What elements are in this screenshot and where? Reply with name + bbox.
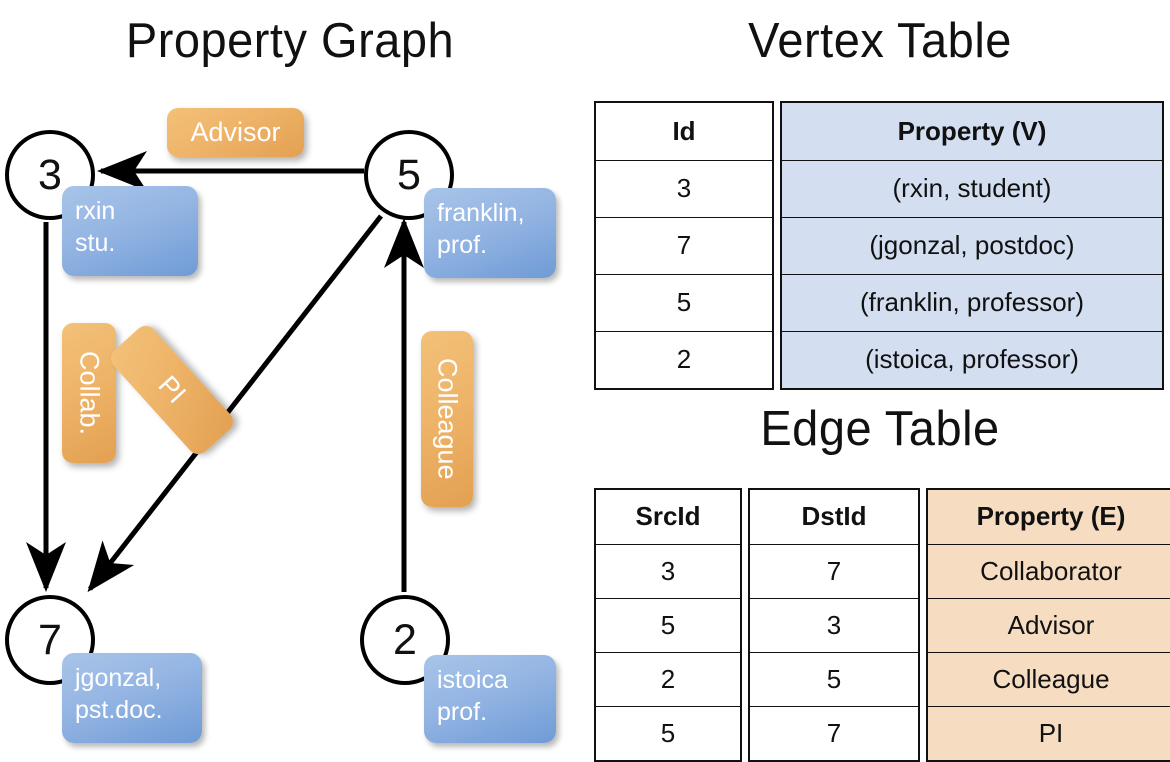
vertex-id-cell: 3 xyxy=(596,159,772,218)
vertex-property-cell: (franklin, professor) xyxy=(782,273,1162,332)
table-row: (franklin, professor) xyxy=(782,273,1162,332)
edge-table-header-property: Property (E) xyxy=(928,490,1170,545)
table-row: PI xyxy=(928,705,1170,760)
edge-dstid-cell: 3 xyxy=(750,597,918,653)
vertex-id-cell: 7 xyxy=(596,216,772,275)
edge-property-cell: Advisor xyxy=(928,597,1170,653)
edge-label-colleague: Colleague xyxy=(421,331,473,507)
table-row: 5 xyxy=(750,651,918,707)
edge-property-cell: Collaborator xyxy=(928,543,1170,599)
table-row: 7 xyxy=(750,705,918,760)
edge-table-header-dstid: DstId xyxy=(750,490,918,545)
table-row: (istoica, professor) xyxy=(782,330,1162,388)
graph-node-2[interactable]: 2 xyxy=(360,595,450,685)
table-row: 3 xyxy=(596,543,740,599)
edge-dstid-cell: 7 xyxy=(750,543,918,599)
vertex-table: Id 3 7 5 2 Property (V) (rxin, student) … xyxy=(594,101,1164,390)
vertex-table-header-id: Id xyxy=(596,103,772,161)
table-row: (rxin, student) xyxy=(782,159,1162,218)
table-row: 2 xyxy=(596,651,740,707)
vertex-id-cell: 5 xyxy=(596,273,772,332)
edge-table-property-column: Property (E) Collaborator Advisor Collea… xyxy=(926,488,1170,762)
section-title-vertex-table: Vertex Table xyxy=(748,11,1012,68)
edge-srcid-cell: 3 xyxy=(596,543,740,599)
edge-label-advisor: Advisor xyxy=(167,108,304,157)
edge-label-collab: Collab. xyxy=(62,323,116,463)
node-property-box-franklin: franklin, prof. xyxy=(424,188,556,278)
vertex-property-cell: (istoica, professor) xyxy=(782,330,1162,388)
table-row: 3 xyxy=(596,159,772,218)
edge-dstid-cell: 5 xyxy=(750,651,918,707)
table-row: Advisor xyxy=(928,597,1170,653)
node-property-box-istoica: istoica prof. xyxy=(424,655,556,743)
edge-dstid-cell: 7 xyxy=(750,705,918,760)
vertex-property-cell: (rxin, student) xyxy=(782,159,1162,218)
vertex-table-property-column: Property (V) (rxin, student) (jgonzal, p… xyxy=(780,101,1164,390)
vertex-id-cell: 2 xyxy=(596,330,772,388)
vertex-table-header-property: Property (V) xyxy=(782,103,1162,161)
edge-table: SrcId 3 5 2 5 DstId 7 3 5 7 Property (E)… xyxy=(594,488,1170,762)
page-title-property-graph: Property Graph xyxy=(125,11,455,68)
table-row: 5 xyxy=(596,705,740,760)
table-row: 7 xyxy=(750,543,918,599)
table-row: Collaborator xyxy=(928,543,1170,599)
table-row: 5 xyxy=(596,597,740,653)
edge-property-cell: Colleague xyxy=(928,651,1170,707)
edge-table-srcid-column: SrcId 3 5 2 5 xyxy=(594,488,742,762)
edge-srcid-cell: 5 xyxy=(596,705,740,760)
vertex-table-id-column: Id 3 7 5 2 xyxy=(594,101,774,390)
table-row: (jgonzal, postdoc) xyxy=(782,216,1162,275)
property-graph-diagram: 3 5 7 2 rxin stu. franklin, prof. jgonza… xyxy=(0,0,585,760)
graph-node-5[interactable]: 5 xyxy=(364,130,454,220)
edge-property-cell: PI xyxy=(928,705,1170,760)
table-row: 7 xyxy=(596,216,772,275)
edge-label-pi-text: PI xyxy=(152,370,193,410)
graph-edge-arrows xyxy=(26,151,424,593)
section-title-edge-table: Edge Table xyxy=(760,399,1000,456)
edge-table-header-srcid: SrcId xyxy=(596,490,740,545)
table-row: 2 xyxy=(596,330,772,388)
edge-srcid-cell: 2 xyxy=(596,651,740,707)
vertex-property-cell: (jgonzal, postdoc) xyxy=(782,216,1162,275)
node-property-box-rxin: rxin stu. xyxy=(62,186,198,276)
node-property-box-jgonzal: jgonzal, pst.doc. xyxy=(62,653,202,743)
table-row: 3 xyxy=(750,597,918,653)
edge-table-dstid-column: DstId 7 3 5 7 xyxy=(748,488,920,762)
edge-srcid-cell: 5 xyxy=(596,597,740,653)
table-row: 5 xyxy=(596,273,772,332)
edge-arrow-5-to-7 xyxy=(87,214,383,593)
table-row: Colleague xyxy=(928,651,1170,707)
